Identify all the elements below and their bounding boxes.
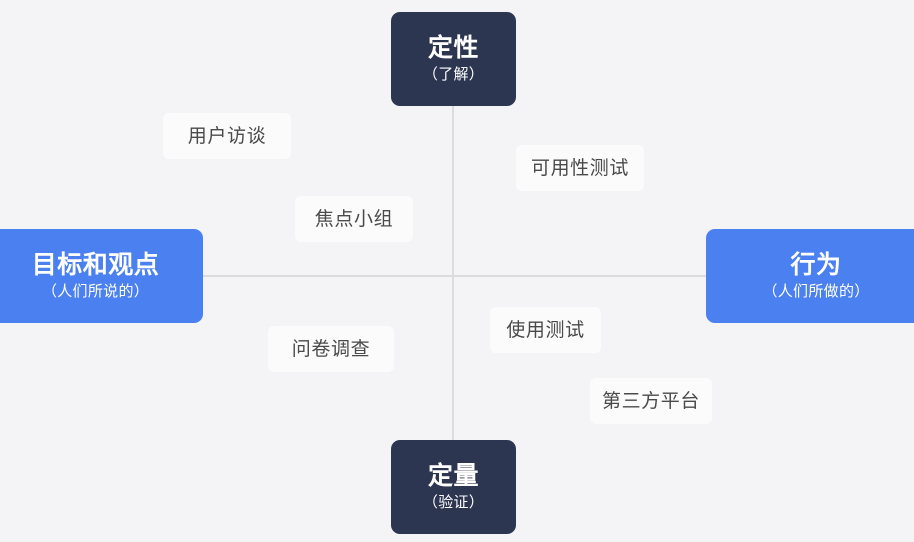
pole-qualitative-subtitle: （了解） [422,66,485,83]
pole-qualitative: 定性 （了解） [391,12,516,106]
pole-quantitative-title: 定量 [427,462,479,490]
method-chip-third-party-platform: 第三方平台 [590,378,712,424]
method-chip-usability-test: 可用性测试 [516,145,644,191]
pole-quantitative-subtitle: （验证） [422,494,485,511]
pole-quantitative: 定量 （验证） [391,440,516,534]
method-chip-focus-group: 焦点小组 [295,196,413,242]
pole-qualitative-title: 定性 [427,34,479,62]
method-chip-survey: 问卷调查 [268,326,394,372]
pole-attitudinal: 目标和观点 （人们所说的） [0,229,203,323]
pole-attitudinal-title: 目标和观点 [31,251,160,279]
pole-behavioral: 行为 （人们所做的） [706,229,914,323]
vertical-axis-line [452,105,454,441]
method-chip-usage-test: 使用测试 [490,307,601,353]
pole-behavioral-subtitle: （人们所做的） [762,283,870,300]
pole-behavioral-title: 行为 [790,251,842,279]
method-chip-user-interview: 用户访谈 [163,113,291,159]
horizontal-axis-line [203,275,706,277]
pole-attitudinal-subtitle: （人们所说的） [41,283,150,300]
